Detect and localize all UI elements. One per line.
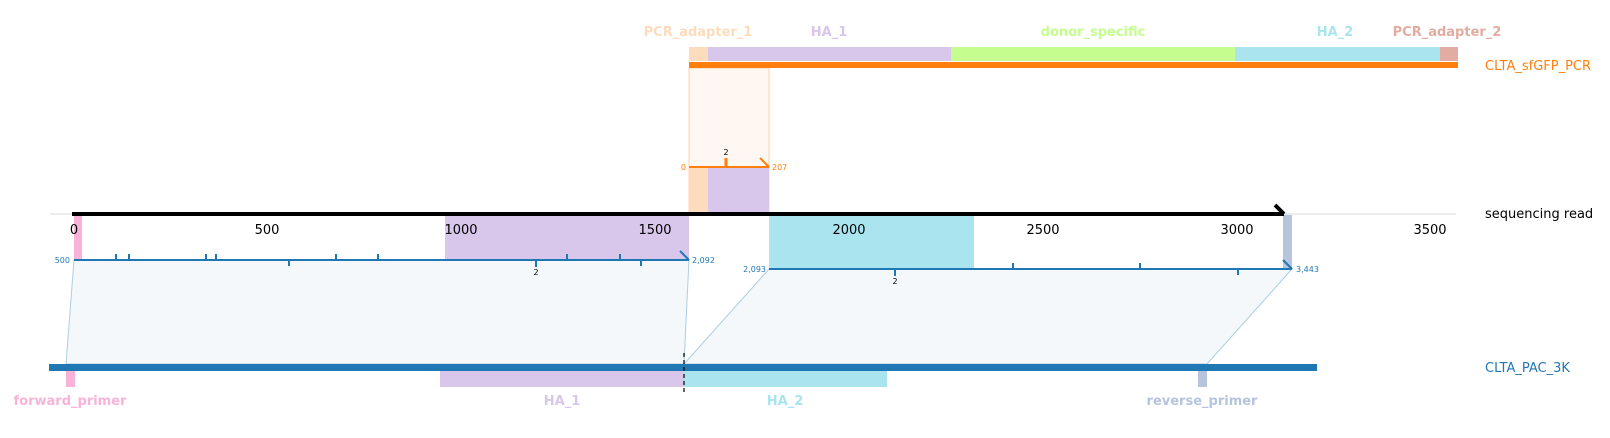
axis-tick-0: 0 <box>70 223 78 238</box>
donor-alignment-arrowhead <box>759 157 770 168</box>
donor-feature-label-pcr-adapter-2: PCR_adapter_2 <box>1393 25 1502 40</box>
reference-alignment-2: 2,093 3,443 2 <box>682 259 1319 365</box>
donor-mismatch-count: 2 <box>723 148 728 157</box>
alignment-2-arrowhead <box>1282 259 1293 270</box>
reference-track: forward_primer HA_1 HA_2 reverse_primer … <box>14 353 1570 409</box>
donor-feature-label-ha-1: HA_1 <box>811 25 848 40</box>
donor-feature-donor-specific <box>951 47 1235 61</box>
donor-feature-ha-2 <box>1235 47 1440 61</box>
alignment-1-arrowhead <box>679 250 690 261</box>
read-axis: 0 500 1000 1500 2000 2500 3000 3500 sequ… <box>50 203 1593 238</box>
donor-feature-pcr-adapter-2 <box>1440 47 1458 61</box>
read-feature-forward-primer <box>74 215 82 260</box>
axis-tick-2500: 2500 <box>1026 223 1059 238</box>
donor-track: PCR_adapter_1 HA_1 donor_specific HA_2 P… <box>644 25 1591 74</box>
axis-tick-1500: 1500 <box>638 223 671 238</box>
read-arrowhead <box>1273 203 1286 216</box>
alignment-2-parallelogram <box>682 268 1294 365</box>
donor-feature-label-pcr-adapter-1: PCR_adapter_1 <box>644 25 753 40</box>
donor-name: CLTA_sfGFP_PCR <box>1485 59 1591 74</box>
read-feature-ha-1-upper <box>708 168 769 213</box>
axis-tick-500: 500 <box>255 223 280 238</box>
alignment-1-end: 2,092 <box>692 256 715 265</box>
alignment-1-parallelogram <box>65 259 690 365</box>
donor-feature-ha-1 <box>708 47 951 61</box>
reference-feature-ha-2 <box>684 371 887 387</box>
reference-feature-label-reverse-primer: reverse_primer <box>1147 394 1259 409</box>
donor-alignment-end: 207 <box>772 163 787 172</box>
read-feature-reverse-primer <box>1283 215 1292 269</box>
donor-feature-label-donor-specific: donor_specific <box>1041 25 1146 40</box>
alignment-2-end: 3,443 <box>1296 265 1319 274</box>
reference-feature-label-forward-primer: forward_primer <box>14 394 128 409</box>
reference-feature-label-ha-1: HA_1 <box>544 394 581 409</box>
donor-line <box>689 62 1458 68</box>
reference-feature-forward-primer <box>66 371 75 387</box>
alignment-1-start: 500 <box>55 256 70 265</box>
read-feature-ha-2 <box>769 215 974 269</box>
read-feature-pcr-adapter-1 <box>689 168 708 213</box>
reference-feature-reverse-primer <box>1198 371 1207 387</box>
read-feature-ha-1-lower <box>445 215 689 260</box>
axis-tick-3000: 3000 <box>1220 223 1253 238</box>
reference-name: CLTA_PAC_3K <box>1485 361 1570 376</box>
alignment-2-mismatch-count: 2 <box>892 277 897 286</box>
donor-feature-pcr-adapter-1 <box>689 47 708 61</box>
reference-alignment-1: 500 2,092 2 <box>55 250 715 365</box>
donor-alignment-start: 0 <box>681 163 686 172</box>
axis-tick-2000: 2000 <box>832 223 865 238</box>
axis-tick-3500: 3500 <box>1413 223 1446 238</box>
read-label: sequencing read <box>1485 207 1593 222</box>
reference-feature-label-ha-2: HA_2 <box>767 394 804 409</box>
reference-line <box>49 364 1317 371</box>
donor-feature-label-ha-2: HA_2 <box>1317 25 1354 40</box>
alignment-2-start: 2,093 <box>743 265 766 274</box>
alignment-1-mismatch-count: 2 <box>533 268 538 277</box>
axis-tick-1000: 1000 <box>444 223 477 238</box>
reference-feature-ha-1 <box>440 371 684 387</box>
